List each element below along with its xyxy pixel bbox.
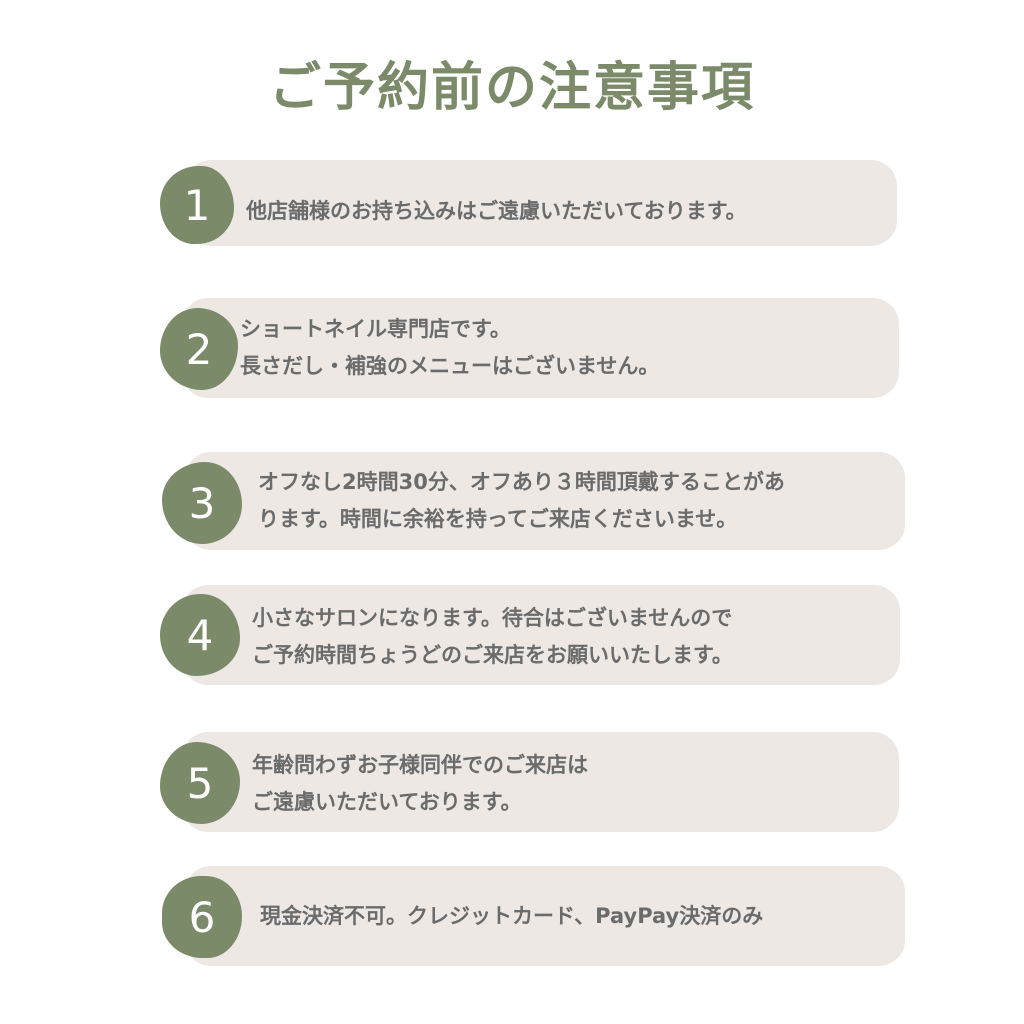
notice-text: 他店舗様のお持ち込みはご遠慮いただいております。 bbox=[246, 193, 747, 230]
notice-line: オフなし2時間30分、オフあり３時間頂戴することがあ bbox=[258, 470, 785, 494]
notice-card bbox=[182, 732, 899, 832]
number-badge: 5 bbox=[160, 742, 240, 824]
notice-card bbox=[185, 452, 905, 550]
notice-line: ります。時間に余裕を持ってご来店くださいませ。 bbox=[258, 507, 738, 531]
notice-text: 年齢問わずお子様同伴でのご来店は ご遠慮いただいております。 bbox=[252, 747, 588, 821]
notice-text: ショートネイル専門店です。 長さだし・補強のメニューはございません。 bbox=[240, 311, 659, 385]
notice-line: 年齢問わずお子様同伴でのご来店は bbox=[252, 753, 588, 777]
notice-text: 小さなサロンになります。待合はございませんので ご予約時間ちょうどのご来店をお願… bbox=[252, 600, 733, 674]
notice-line: 小さなサロンになります。待合はございませんので bbox=[252, 606, 733, 630]
notice-line: ご遠慮いただいております。 bbox=[252, 790, 522, 814]
notice-card bbox=[182, 585, 900, 685]
number-badge: 1 bbox=[160, 166, 234, 244]
notice-line: 長さだし・補強のメニューはございません。 bbox=[240, 354, 660, 378]
notice-line: ショートネイル専門店です。 bbox=[240, 317, 511, 341]
notice-card bbox=[185, 866, 905, 966]
notice-line: 他店舗様のお持ち込みはご遠慮いただいております。 bbox=[246, 199, 747, 223]
number-badge: 2 bbox=[160, 308, 238, 390]
notice-text: 現金決済不可。クレジットカード、PayPay決済のみ bbox=[260, 898, 763, 935]
notice-card bbox=[185, 160, 897, 246]
number-badge: 4 bbox=[160, 594, 240, 676]
number-badge: 3 bbox=[162, 462, 242, 544]
notice-text: オフなし2時間30分、オフあり３時間頂戴することがあ ります。時間に余裕を持って… bbox=[258, 464, 785, 538]
notice-line: 現金決済不可。クレジットカード、PayPay決済のみ bbox=[260, 904, 764, 928]
page-title: ご予約前の注意事項 bbox=[268, 58, 755, 118]
number-badge: 6 bbox=[162, 876, 242, 958]
notice-card bbox=[182, 298, 899, 398]
notice-line: ご予約時間ちょうどのご来店をお願いいたします。 bbox=[252, 643, 733, 667]
